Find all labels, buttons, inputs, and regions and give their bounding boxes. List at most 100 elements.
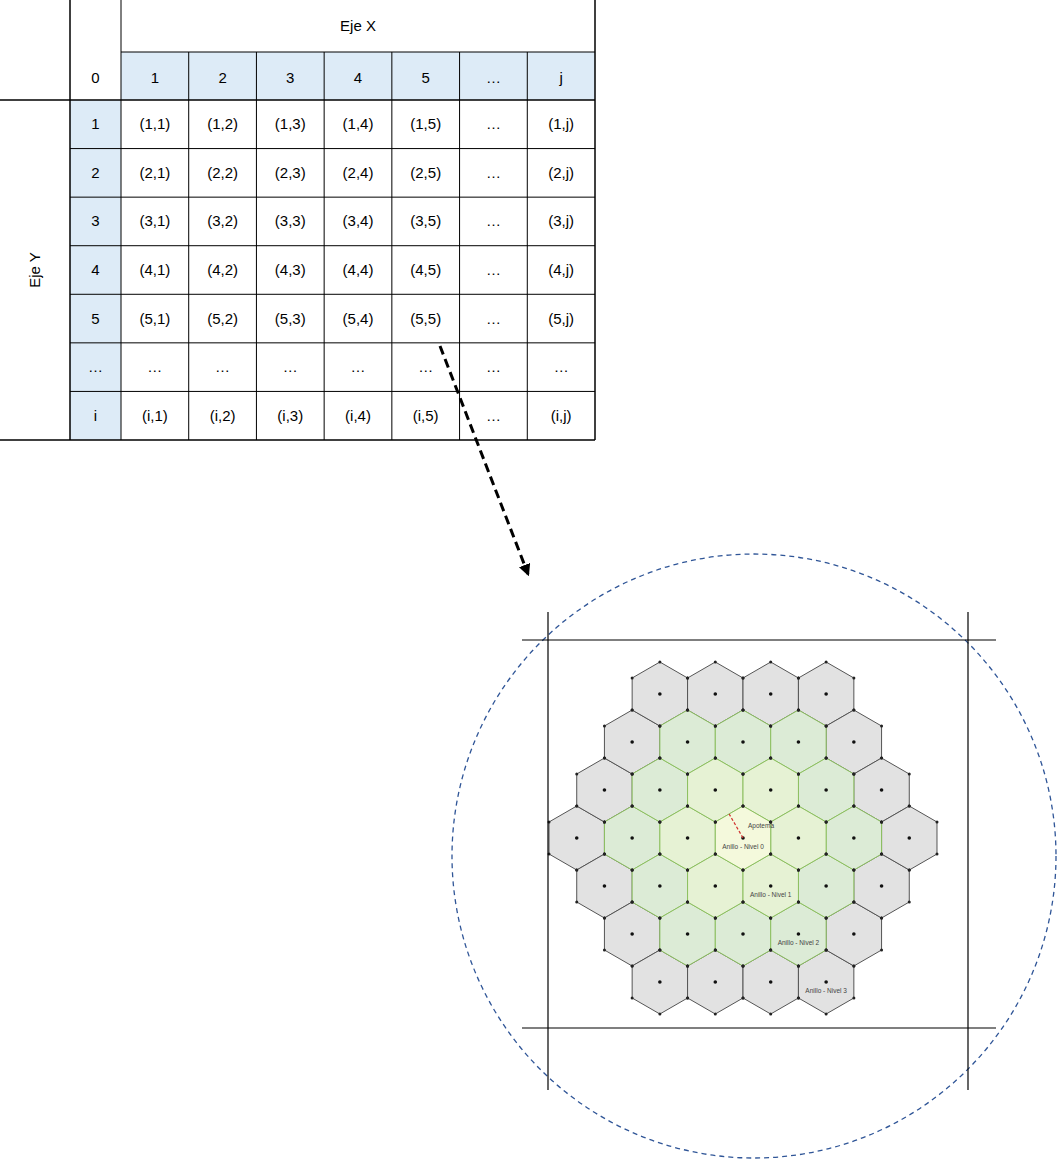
vertex-dot xyxy=(714,853,717,856)
center-dot xyxy=(797,932,801,936)
vertex-dot xyxy=(714,853,717,856)
vertex-dot xyxy=(908,773,911,776)
table-cell: (5,3) xyxy=(275,310,306,327)
vertex-dot xyxy=(852,773,855,776)
vertex-dot xyxy=(742,869,745,872)
table-line xyxy=(70,391,595,392)
vertex-dot xyxy=(603,821,606,824)
vertex-dot xyxy=(742,805,745,808)
vertex-dot xyxy=(825,949,828,952)
table-cell: (4,j) xyxy=(548,262,574,279)
center-dot xyxy=(603,788,607,792)
vertex-dot xyxy=(714,949,717,952)
vertex-dot xyxy=(658,757,661,760)
table-line xyxy=(594,0,596,440)
vertex-dot xyxy=(825,917,828,920)
vertex-dot xyxy=(603,853,606,856)
vertex-dot xyxy=(852,965,855,968)
center-dot xyxy=(880,884,884,888)
header-fill xyxy=(70,197,121,246)
vertex-dot xyxy=(686,869,689,872)
column-header: 3 xyxy=(286,70,294,87)
vertex-dot xyxy=(852,709,855,712)
vertex-dot xyxy=(797,709,800,712)
row-header: 5 xyxy=(91,310,99,327)
vertex-dot xyxy=(658,949,661,952)
table-cell: (1,j) xyxy=(548,116,574,133)
vertex-dot xyxy=(658,821,661,824)
vertex-dot xyxy=(686,869,689,872)
vertex-dot xyxy=(797,869,800,872)
table-cell: … xyxy=(554,359,569,376)
vertex-dot xyxy=(742,869,745,872)
table-line xyxy=(69,0,71,440)
vertex-dot xyxy=(714,725,717,728)
row-header: 3 xyxy=(91,213,99,230)
ring-label: Anillo - Nivel 3 xyxy=(805,987,847,994)
table-cell: (i,1) xyxy=(142,407,168,424)
vertex-dot xyxy=(714,917,717,920)
vertex-dot xyxy=(769,853,772,856)
vertex-dot xyxy=(742,773,745,776)
zoom-circle xyxy=(452,554,1056,1158)
vertex-dot xyxy=(797,709,800,712)
table-line xyxy=(70,342,595,343)
vertex-dot xyxy=(658,821,661,824)
header-fill xyxy=(392,52,460,100)
center-dot xyxy=(603,884,607,888)
vertex-dot xyxy=(880,853,883,856)
center-dot xyxy=(575,836,579,840)
center-dot xyxy=(907,836,911,840)
vertex-dot xyxy=(797,773,800,776)
vertex-dot xyxy=(603,821,606,824)
vertex-dot xyxy=(769,757,772,760)
vertex-dot xyxy=(908,901,911,904)
center-dot xyxy=(658,884,662,888)
center-dot xyxy=(769,788,773,792)
vertex-dot xyxy=(742,773,745,776)
table-cell: … xyxy=(351,359,366,376)
vertex-dot xyxy=(852,997,855,1000)
header-fill xyxy=(70,343,121,392)
vertex-dot xyxy=(769,725,772,728)
vertex-dot xyxy=(797,773,800,776)
vertex-dot xyxy=(880,821,883,824)
vertex-dot xyxy=(575,869,578,872)
vertex-dot xyxy=(825,1013,828,1016)
vertex-dot xyxy=(686,677,689,680)
vertex-dot xyxy=(797,709,800,712)
header-fill xyxy=(256,52,324,100)
axis-title: Eje Y xyxy=(27,252,44,288)
vertex-dot xyxy=(769,661,772,664)
table-cell: (4,4) xyxy=(343,262,374,279)
vertex-dot xyxy=(686,901,689,904)
table-cell: (4,3) xyxy=(275,262,306,279)
table-cell: (3,3) xyxy=(275,213,306,230)
vertex-dot xyxy=(658,821,661,824)
table-cell: … xyxy=(486,359,501,376)
header-fill xyxy=(70,294,121,343)
table-line xyxy=(70,294,595,295)
vertex-dot xyxy=(714,917,717,920)
vertex-dot xyxy=(852,965,855,968)
table-cell: (i,j) xyxy=(551,407,572,424)
vertex-dot xyxy=(908,869,911,872)
column-header: 2 xyxy=(218,70,226,87)
vertex-dot xyxy=(852,901,855,904)
axis-title: Eje X xyxy=(340,18,376,35)
vertex-dot xyxy=(658,853,661,856)
vertex-dot xyxy=(714,949,717,952)
column-header: j xyxy=(559,70,562,87)
vertex-dot xyxy=(631,869,634,872)
vertex-dot xyxy=(742,709,745,712)
vertex-dot xyxy=(658,949,661,952)
table-cell: … xyxy=(147,359,162,376)
vertex-dot xyxy=(852,773,855,776)
vertex-dot xyxy=(742,901,745,904)
vertex-dot xyxy=(769,725,772,728)
vertex-dot xyxy=(686,773,689,776)
vertex-dot xyxy=(769,1013,772,1016)
table-line xyxy=(121,0,122,440)
vertex-dot xyxy=(825,725,828,728)
